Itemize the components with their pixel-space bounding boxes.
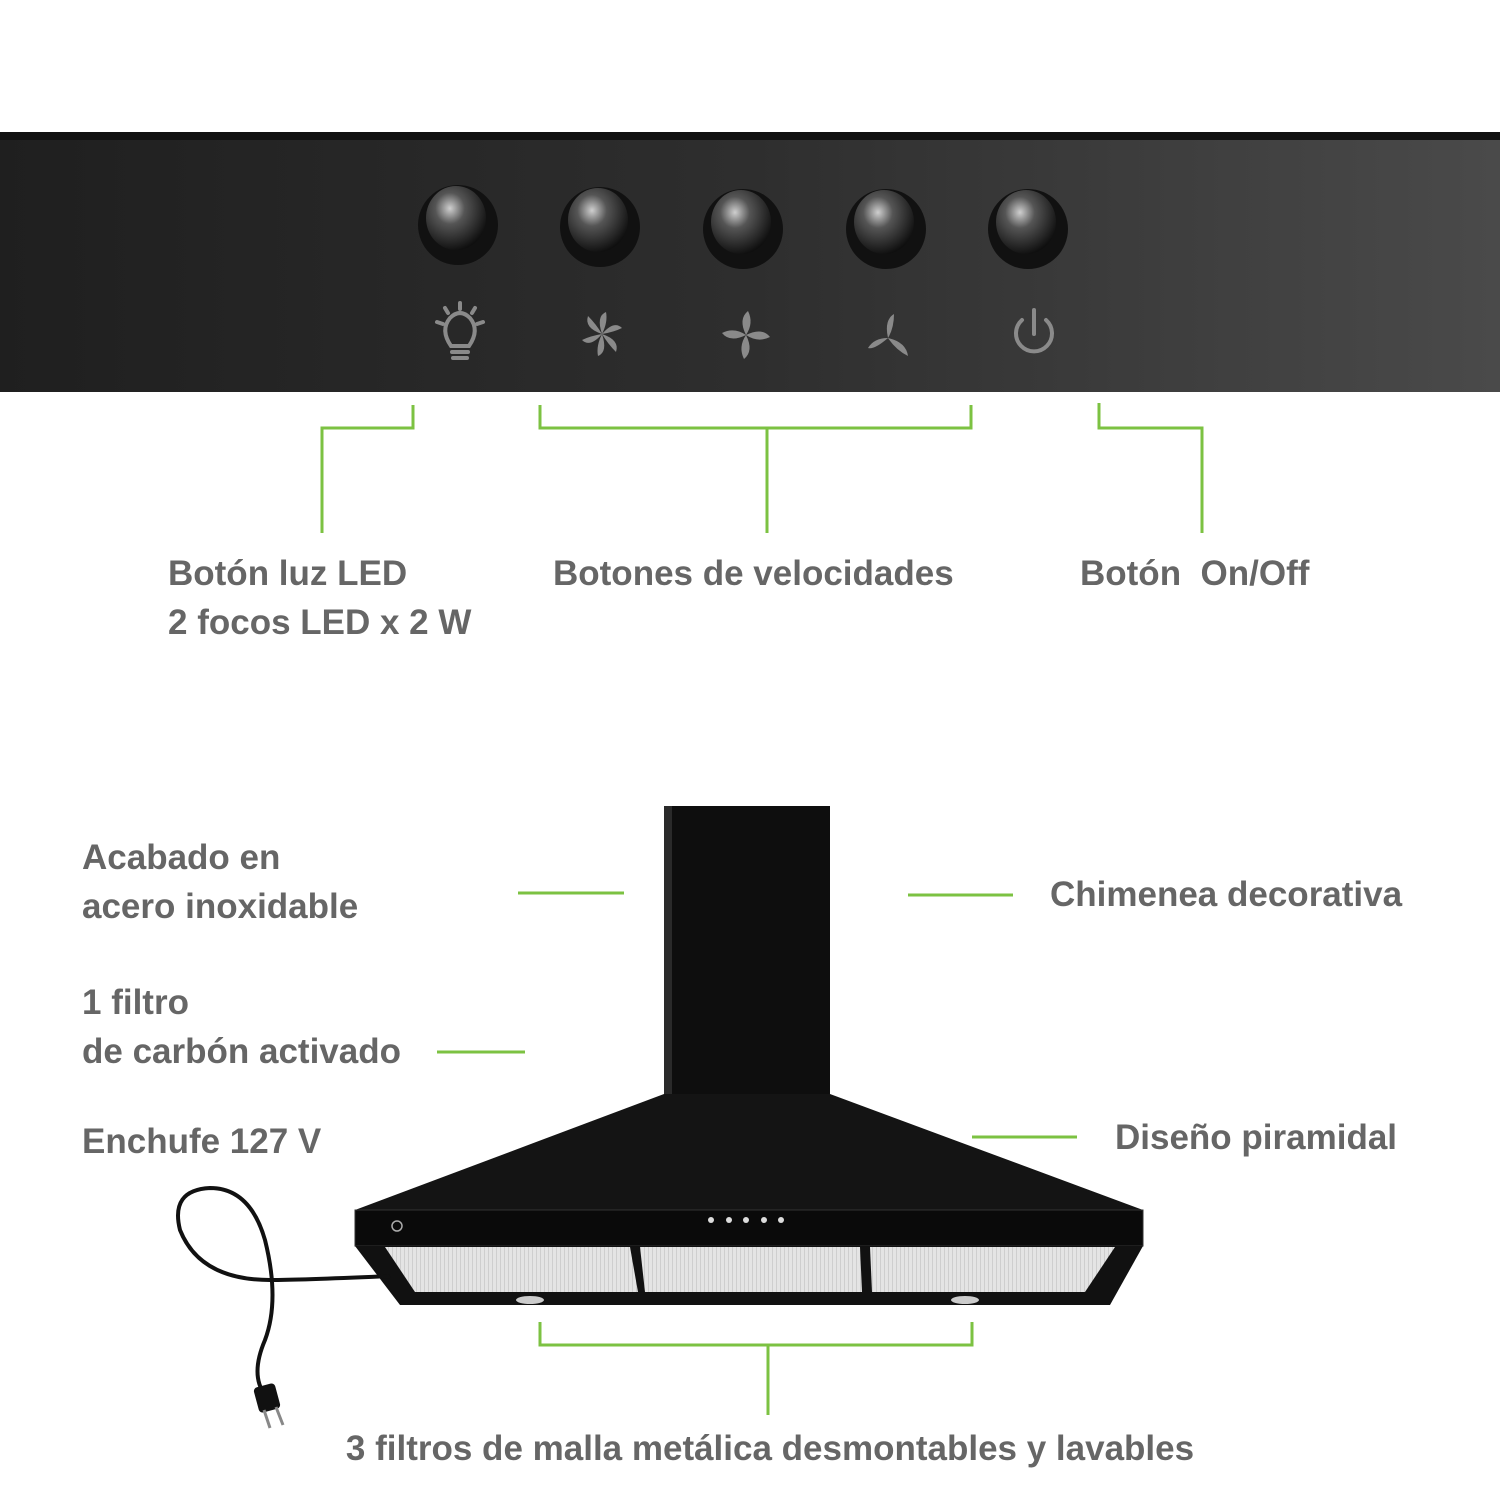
finish-label-line2: acero inoxidable: [82, 887, 358, 926]
plug-label: Enchufe 127 V: [82, 1122, 322, 1161]
led-button-label: Botón luz LED: [168, 554, 407, 593]
button-led[interactable]: [418, 185, 498, 265]
button-speed-1[interactable]: [560, 187, 640, 267]
speed-buttons-label: Botones de velocidades: [553, 554, 954, 593]
lightbulb-icon: [435, 301, 485, 360]
led-bulbs-label: 2 focos LED x 2 W: [168, 603, 471, 642]
button-speed-3[interactable]: [846, 189, 926, 269]
mesh-filters-label: 3 filtros de malla metálica desmontables…: [346, 1429, 1194, 1468]
carbon-filter-label-line2: de carbón activado: [82, 1032, 401, 1071]
chimney-label: Chimenea decorativa: [1050, 875, 1403, 914]
range-hood-image: [354, 806, 1144, 1305]
button-speed-2[interactable]: [703, 189, 783, 269]
power-cord-image: [176, 1185, 391, 1429]
finish-label-line1: Acabado en: [82, 838, 280, 877]
fan-speed-2-icon: [722, 311, 770, 359]
pyramid-design-label: Diseño piramidal: [1115, 1118, 1397, 1157]
control-panel: [0, 132, 1500, 392]
onoff-button-label: Botón On/Off: [1080, 554, 1310, 593]
callout-lines-bottom: [437, 891, 1077, 1415]
power-icon: [1014, 308, 1054, 354]
fan-speed-3-icon: [868, 314, 908, 356]
carbon-filter-label-line1: 1 filtro: [82, 983, 189, 1022]
fan-speed-1-icon: [582, 312, 622, 356]
callout-lines-top: [320, 403, 1204, 533]
button-power[interactable]: [988, 189, 1068, 269]
